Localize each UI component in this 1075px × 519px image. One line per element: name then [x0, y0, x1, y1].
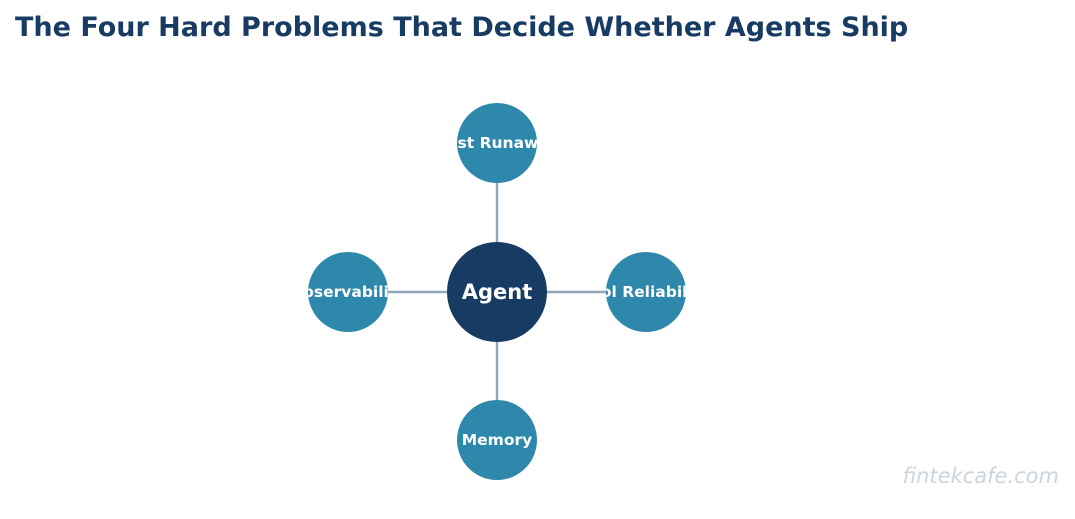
node-label: Observability — [290, 283, 407, 301]
center-label: Agent — [462, 280, 533, 304]
page-title: The Four Hard Problems That Decide Wheth… — [15, 12, 909, 43]
center-node: Agent — [447, 242, 547, 342]
node-label: Memory — [462, 431, 532, 449]
node-label: Cost Runaway — [436, 134, 559, 152]
node-right: Tool Reliability — [582, 252, 711, 332]
node-left: Observability — [290, 252, 407, 332]
node-bottom: Memory — [457, 400, 537, 480]
node-top: Cost Runaway — [436, 103, 559, 183]
node-label: Tool Reliability — [582, 283, 711, 301]
watermark: fintekcafe.com — [902, 464, 1059, 488]
